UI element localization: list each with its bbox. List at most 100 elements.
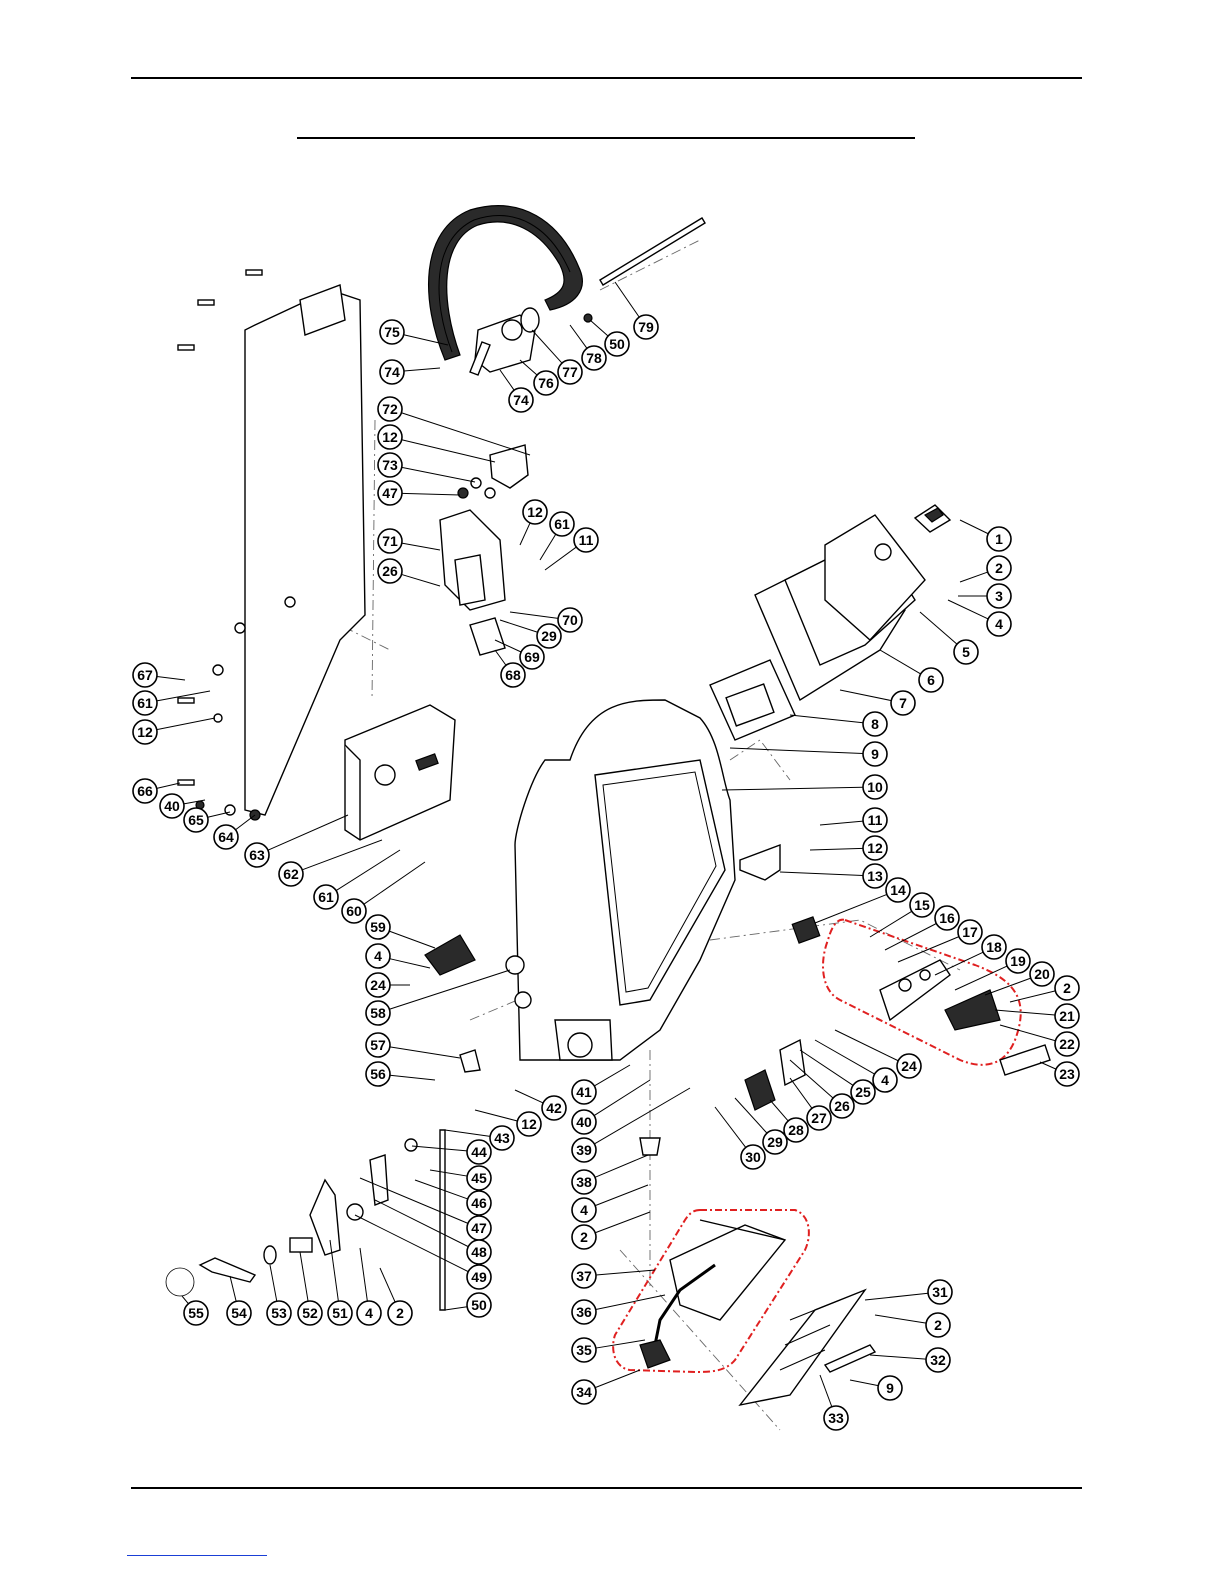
callout-number: 22 [1059,1036,1075,1052]
callout-66: 66 [133,779,157,803]
callout-21: 21 [1055,1004,1079,1028]
callout-47: 47 [378,481,402,505]
callout-leader [615,282,639,317]
callout-leader [302,840,382,870]
callout-number: 39 [576,1142,592,1158]
callout-leader [157,718,215,730]
callout-58: 58 [366,1001,390,1025]
callout-number: 32 [930,1352,946,1368]
callout-67: 67 [133,663,157,687]
callout-15: 15 [910,893,934,917]
callout-number: 3 [995,588,1003,604]
callout-25: 25 [851,1080,875,1104]
callout-number: 70 [562,612,578,628]
callout-leader [390,959,430,968]
callout-62: 62 [279,862,303,886]
callout-number: 64 [218,829,234,845]
callout-number: 7 [899,695,907,711]
callout-leader [404,335,448,345]
callout-41: 41 [572,1080,596,1104]
callout-24: 24 [897,1054,921,1078]
callout-28: 28 [784,1118,808,1142]
callout-leader [540,534,556,560]
callout-45: 45 [467,1166,491,1190]
callout-leader [820,821,863,825]
callout-number: 55 [188,1305,204,1321]
callout-34: 34 [572,1380,596,1404]
callout-number: 25 [855,1084,871,1100]
callout-leader [995,1010,1055,1015]
callout-18: 18 [982,935,1006,959]
callout-leader [595,1185,648,1206]
callout-17: 17 [958,920,982,944]
callout-5: 5 [954,640,978,664]
callout-number: 12 [137,724,153,740]
callout-number: 54 [231,1305,247,1321]
callout-74: 74 [509,388,533,412]
callout-leader [870,1355,926,1359]
callout-leader [840,690,891,701]
callout-number: 50 [609,336,625,352]
callout-leader [380,1268,395,1302]
callout-leader [157,691,210,701]
callout-number: 73 [382,457,398,473]
callout-number: 50 [471,1297,487,1313]
callout-leader [596,1295,665,1310]
callout-31: 31 [928,1280,952,1304]
callout-50: 50 [605,332,629,356]
callout-number: 63 [249,847,265,863]
callout-leader [935,952,983,975]
callout-37: 37 [572,1264,596,1288]
callout-75: 75 [380,320,404,344]
callout-number: 60 [346,903,362,919]
callout-50: 50 [467,1293,491,1317]
callout-number: 36 [576,1304,592,1320]
callout-leader [780,872,863,875]
callout-number: 4 [995,616,1003,632]
callout-number: 74 [513,392,529,408]
callout-61: 61 [133,691,157,715]
callout-leader [594,1088,690,1144]
callout-leader [875,1315,926,1323]
callout-leader [880,650,921,674]
callout-11: 11 [574,528,598,552]
callout-6: 6 [919,668,943,692]
callout-number: 4 [365,1305,373,1321]
callout-1: 1 [987,527,1011,551]
callout-number: 23 [1059,1066,1075,1082]
callout-number: 40 [576,1114,592,1130]
callout-leader [885,924,936,950]
callout-leader [402,440,495,462]
callout-number: 42 [546,1100,562,1116]
callout-69: 69 [520,645,544,669]
callout-40: 40 [572,1110,596,1134]
callout-number: 14 [890,882,906,898]
callout-leader [510,612,558,618]
callout-leader [948,600,988,619]
callout-leader [595,1370,640,1388]
callout-leader [390,1075,435,1080]
callout-61: 61 [314,885,338,909]
callout-29: 29 [763,1130,787,1154]
callout-number: 75 [384,324,400,340]
callout-leader [520,523,530,545]
callout-number: 11 [868,812,883,828]
callout-leader [390,1047,460,1058]
callout-number: 24 [370,977,386,993]
callout-leader [360,1248,367,1301]
callout-40: 40 [160,794,184,818]
callout-leader [790,1060,833,1098]
callout-number: 72 [382,401,398,417]
callout-leader [920,612,957,644]
callout-14: 14 [886,878,910,902]
callout-leader [389,970,510,1009]
callout-leader [401,413,530,455]
callout-leader [270,1265,277,1301]
callout-number: 69 [524,649,540,665]
callout-29: 29 [537,624,561,648]
callout-leader [355,1215,468,1272]
callout-number: 17 [962,924,978,940]
callout-number: 30 [745,1149,761,1165]
callout-number: 2 [580,1229,588,1245]
callout-number: 34 [576,1384,592,1400]
